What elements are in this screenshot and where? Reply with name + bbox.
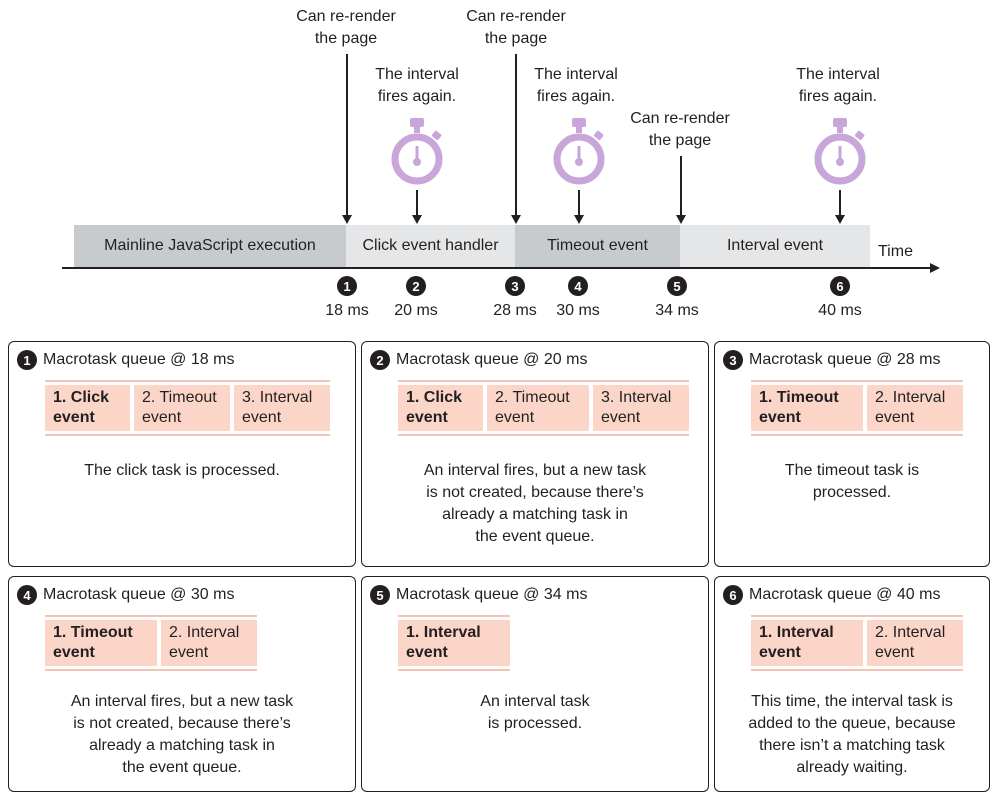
arrow-interval-2 xyxy=(578,190,580,216)
marker-5-time: 34 ms xyxy=(655,302,699,319)
stopwatch-icon xyxy=(814,118,866,185)
queue-cell: 2. Interval event xyxy=(867,620,963,666)
annotation-interval-3: The interval fires again. xyxy=(796,66,880,105)
queue-box-4: 4 Macrotask queue @ 30 ms 1. Timeout even… xyxy=(8,576,356,792)
queue-box-title: Macrotask queue @ 30 ms xyxy=(43,586,235,603)
queue-box-title: Macrotask queue @ 28 ms xyxy=(749,351,941,368)
arrow-rerender-2 xyxy=(515,54,517,216)
queue-cell: 2. Timeout event xyxy=(134,385,230,431)
queue-box-title: Macrotask queue @ 18 ms xyxy=(43,351,235,368)
marker-1: 1 xyxy=(337,276,357,296)
queue-box-number: 5 xyxy=(370,585,390,605)
queue-description: The click task is processed. xyxy=(84,462,280,479)
segment-timeout: Timeout event xyxy=(515,225,680,267)
marker-6-time: 40 ms xyxy=(818,302,862,319)
marker-3: 3 xyxy=(505,276,525,296)
stopwatch-icon xyxy=(553,118,605,185)
queue-description: This time, the interval task is added to… xyxy=(748,693,956,776)
arrow-interval-3 xyxy=(839,190,841,216)
marker-2-time: 20 ms xyxy=(394,302,438,319)
queue-box-title: Macrotask queue @ 40 ms xyxy=(749,586,941,603)
marker-3-time: 28 ms xyxy=(493,302,537,319)
queue-box-1: 1 Macrotask queue @ 18 ms 1. Click event … xyxy=(8,341,356,567)
arrowhead xyxy=(342,215,352,224)
queue-description: An interval fires, but a new task is not… xyxy=(423,462,647,545)
arrow-interval-1 xyxy=(416,190,418,216)
queue-row: 1. Timeout event 2. Interval event xyxy=(751,380,963,436)
arrowhead xyxy=(511,215,521,224)
queue-cell: 1. Timeout event xyxy=(45,620,157,666)
queue-box-title: Macrotask queue @ 34 ms xyxy=(396,586,588,603)
queue-box-number: 2 xyxy=(370,350,390,370)
marker-1-time: 18 ms xyxy=(325,302,369,319)
marker-4-time: 30 ms xyxy=(556,302,600,319)
annotation-rerender-2: Can re-render the page xyxy=(466,8,566,47)
queue-row: 1. Timeout event 2. Interval event xyxy=(45,615,257,671)
queue-description: The timeout task is processed. xyxy=(784,462,920,501)
queue-cell: 1. Interval event xyxy=(751,620,863,666)
queue-box-number: 1 xyxy=(17,350,37,370)
queue-cell: 2. Timeout event xyxy=(487,385,589,431)
queue-box-title: Macrotask queue @ 20 ms xyxy=(396,351,588,368)
queue-cell: 2. Interval event xyxy=(161,620,257,666)
queue-box-3: 3 Macrotask queue @ 28 ms 1. Timeout even… xyxy=(714,341,990,567)
queue-row: 1. Click event 2. Timeout event 3. Inter… xyxy=(45,380,330,436)
marker-5: 5 xyxy=(667,276,687,296)
queue-row: 1. Click event 2. Timeout event 3. Inter… xyxy=(398,380,689,436)
time-axis xyxy=(62,267,932,269)
queue-box-number: 3 xyxy=(723,350,743,370)
time-axis-label: Time xyxy=(878,243,913,260)
queue-row: 1. Interval event 2. Interval event xyxy=(751,615,963,671)
marker-4: 4 xyxy=(568,276,588,296)
queue-cell: 3. Interval event xyxy=(234,385,330,431)
arrowhead xyxy=(412,215,422,224)
queue-box-6: 6 Macrotask queue @ 40 ms 1. Interval eve… xyxy=(714,576,990,792)
marker-2: 2 xyxy=(406,276,426,296)
queue-box-number: 6 xyxy=(723,585,743,605)
queue-box-5: 5 Macrotask queue @ 34 ms 1. Interval eve… xyxy=(361,576,709,792)
annotation-interval-1: The interval fires again. xyxy=(375,66,459,105)
arrowhead xyxy=(835,215,845,224)
segment-click-handler: Click event handler xyxy=(346,225,515,267)
arrowhead xyxy=(676,215,686,224)
queue-cell: 1. Click event xyxy=(398,385,483,431)
queue-cell: 1. Click event xyxy=(45,385,130,431)
annotation-rerender-1: Can re-render the page xyxy=(296,8,396,47)
queue-box-number: 4 xyxy=(17,585,37,605)
annotation-interval-2: The interval fires again. xyxy=(534,66,618,105)
queue-description: An interval fires, but a new task is not… xyxy=(70,693,294,776)
queue-cell: 1. Timeout event xyxy=(751,385,863,431)
annotation-rerender-3: Can re-render the page xyxy=(630,110,730,149)
queue-box-2: 2 Macrotask queue @ 20 ms 1. Click event … xyxy=(361,341,709,567)
queue-cell: 3. Interval event xyxy=(593,385,689,431)
arrowhead xyxy=(574,215,584,224)
queue-cell: 1. Interval event xyxy=(398,620,510,666)
arrow-rerender-1 xyxy=(346,54,348,216)
queue-description: An interval task is processed. xyxy=(480,693,590,732)
marker-6: 6 xyxy=(830,276,850,296)
segment-mainline: Mainline JavaScript execution xyxy=(74,225,346,267)
queue-cell: 2. Interval event xyxy=(867,385,963,431)
time-axis-arrowhead xyxy=(930,263,940,273)
arrow-rerender-3 xyxy=(680,156,682,216)
segment-interval: Interval event xyxy=(680,225,870,267)
queue-row: 1. Interval event xyxy=(398,615,510,671)
stopwatch-icon xyxy=(391,118,443,185)
